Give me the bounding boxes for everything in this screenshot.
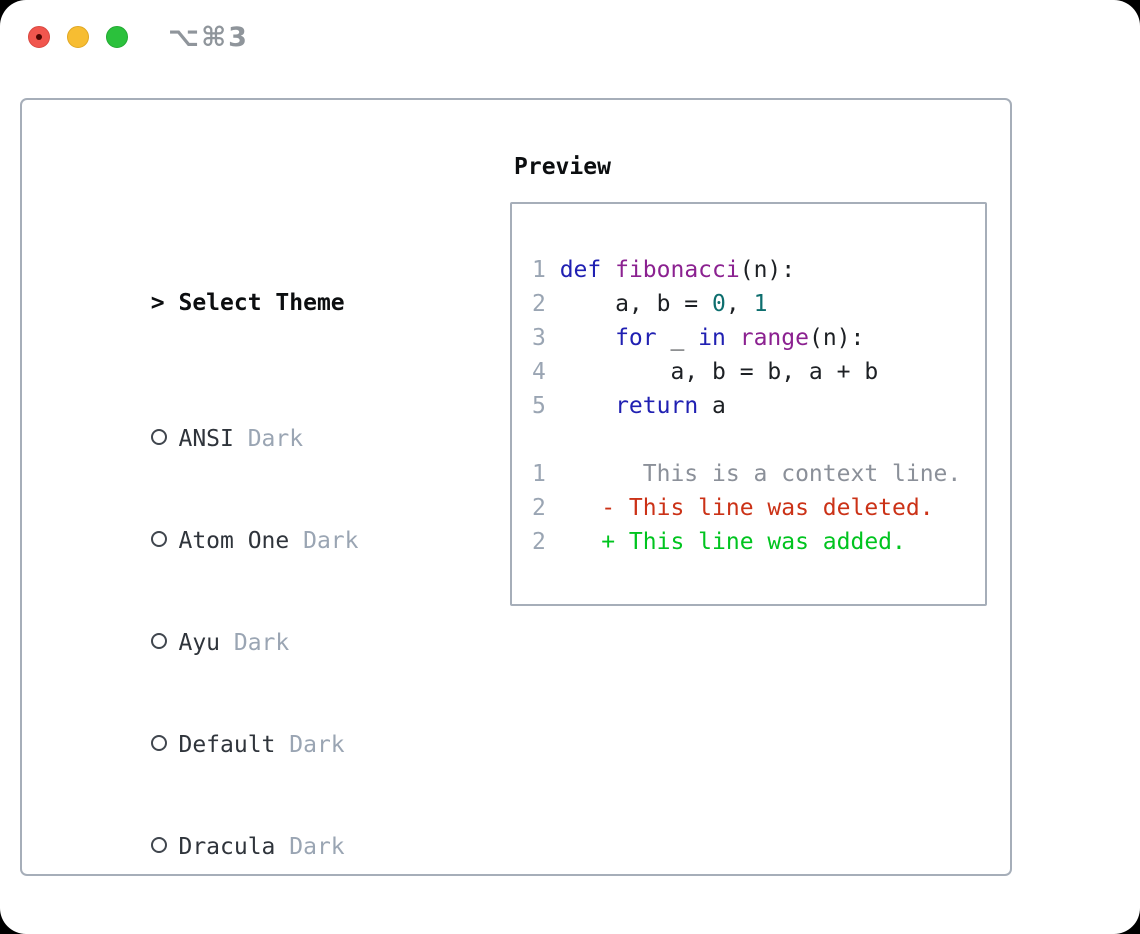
blank-line: [532, 423, 985, 457]
theme-variant-badge: Dark: [247, 426, 304, 452]
radio-unselected-icon: [150, 422, 179, 456]
radio-unselected-icon: [150, 728, 179, 762]
radio-unselected-icon: [150, 524, 179, 558]
radio-unselected-icon: [150, 626, 179, 660]
theme-item-github-dark[interactable]: GitHubDark: [40, 898, 442, 932]
zoom-button-icon[interactable]: [106, 26, 128, 48]
focus-caret-icon: >: [150, 290, 165, 316]
theme-variant-badge: Dark: [233, 630, 290, 656]
code-line: 5 return a: [532, 393, 726, 419]
titlebar: ⌥⌘3: [0, 0, 1140, 74]
minimize-button-icon[interactable]: [67, 26, 89, 48]
theme-variant-badge: Dark: [303, 528, 359, 554]
diff-deleted-line: 2 - This line was deleted.: [532, 495, 934, 521]
select-theme-header: > Select Theme: [40, 252, 442, 316]
radio-unselected-icon: [150, 830, 179, 864]
code-line: 2 a, b = 0, 1: [532, 291, 768, 317]
window-title: ⌥⌘3: [168, 22, 249, 53]
preview-title: Preview: [514, 154, 611, 180]
diff-added-line: 2 + This line was added.: [532, 529, 906, 555]
close-button-icon[interactable]: [28, 26, 50, 48]
diff-context-line: 1 This is a context line.: [532, 461, 962, 487]
theme-variant-badge: Dark: [289, 732, 345, 758]
code-line: 3 for _ in range(n):: [532, 325, 865, 351]
page-title: Select Theme: [178, 290, 345, 316]
theme-variant-badge: Dark: [289, 834, 345, 860]
code-line: 4 a, b = b, a + b: [532, 359, 879, 385]
